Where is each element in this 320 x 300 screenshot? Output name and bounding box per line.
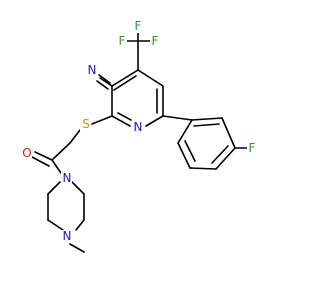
bond-pip-1 (71, 181, 85, 195)
cf3-f-left-label: F (119, 34, 126, 48)
bond-pip-6 (47, 181, 61, 195)
piperazine-n4-label: N (63, 229, 72, 243)
bond-nitrile-1 (99, 77, 113, 87)
cf3-f-top-label: F (135, 19, 142, 33)
bond-ring-c4-c3 (111, 69, 139, 87)
molecule-structure: F F F N S N F O N N (21, 19, 257, 253)
bond-aryl-1 (191, 117, 223, 121)
bond-aryl-5 (177, 142, 191, 169)
bond-ch2-carbonyl (51, 142, 71, 161)
aryl-f-label: F (249, 141, 256, 155)
bond-nitrile-2 (96, 80, 109, 90)
bond-aryl-4 (189, 167, 217, 170)
bond-nitrile-3 (98, 74, 111, 84)
bond-aryl-2 (221, 117, 236, 149)
bond-aryl-6 (177, 119, 193, 144)
nitrile-n-label: N (88, 63, 97, 77)
bond-ring-c2-n1 (111, 115, 131, 127)
bond-aryl-3 (215, 147, 236, 170)
bond-aryl-5-double (184, 140, 196, 162)
cf3-f-right-label: F (152, 34, 159, 48)
bond-s-ch2 (69, 129, 81, 144)
bond-lines (31, 27, 251, 253)
carbonyl-o-label: O (22, 146, 31, 160)
bond-pip-3 (75, 219, 85, 231)
piperazine-n1-label: N (63, 171, 72, 185)
bond-pyridine-aryl (162, 115, 193, 121)
bond-c2-s (91, 115, 113, 125)
pyridine-n-label: N (134, 120, 143, 134)
bond-aryl-3-double (211, 145, 229, 164)
bond-ring-c5-c4 (137, 69, 164, 87)
bond-ring-n1-c6 (145, 115, 164, 127)
bond-aryl-1-double (193, 123, 220, 127)
atom-labels: F F F N S N F O N N (21, 19, 257, 243)
bond-ring-c4-c3-double (113, 75, 137, 91)
sulfur-label: S (82, 117, 90, 131)
bond-carbonyl-o-double (31, 156, 50, 167)
bond-carbonyl-o (34, 151, 53, 161)
bond-ring-c2-n1-double (117, 112, 132, 121)
bond-n-methyl (69, 243, 85, 253)
